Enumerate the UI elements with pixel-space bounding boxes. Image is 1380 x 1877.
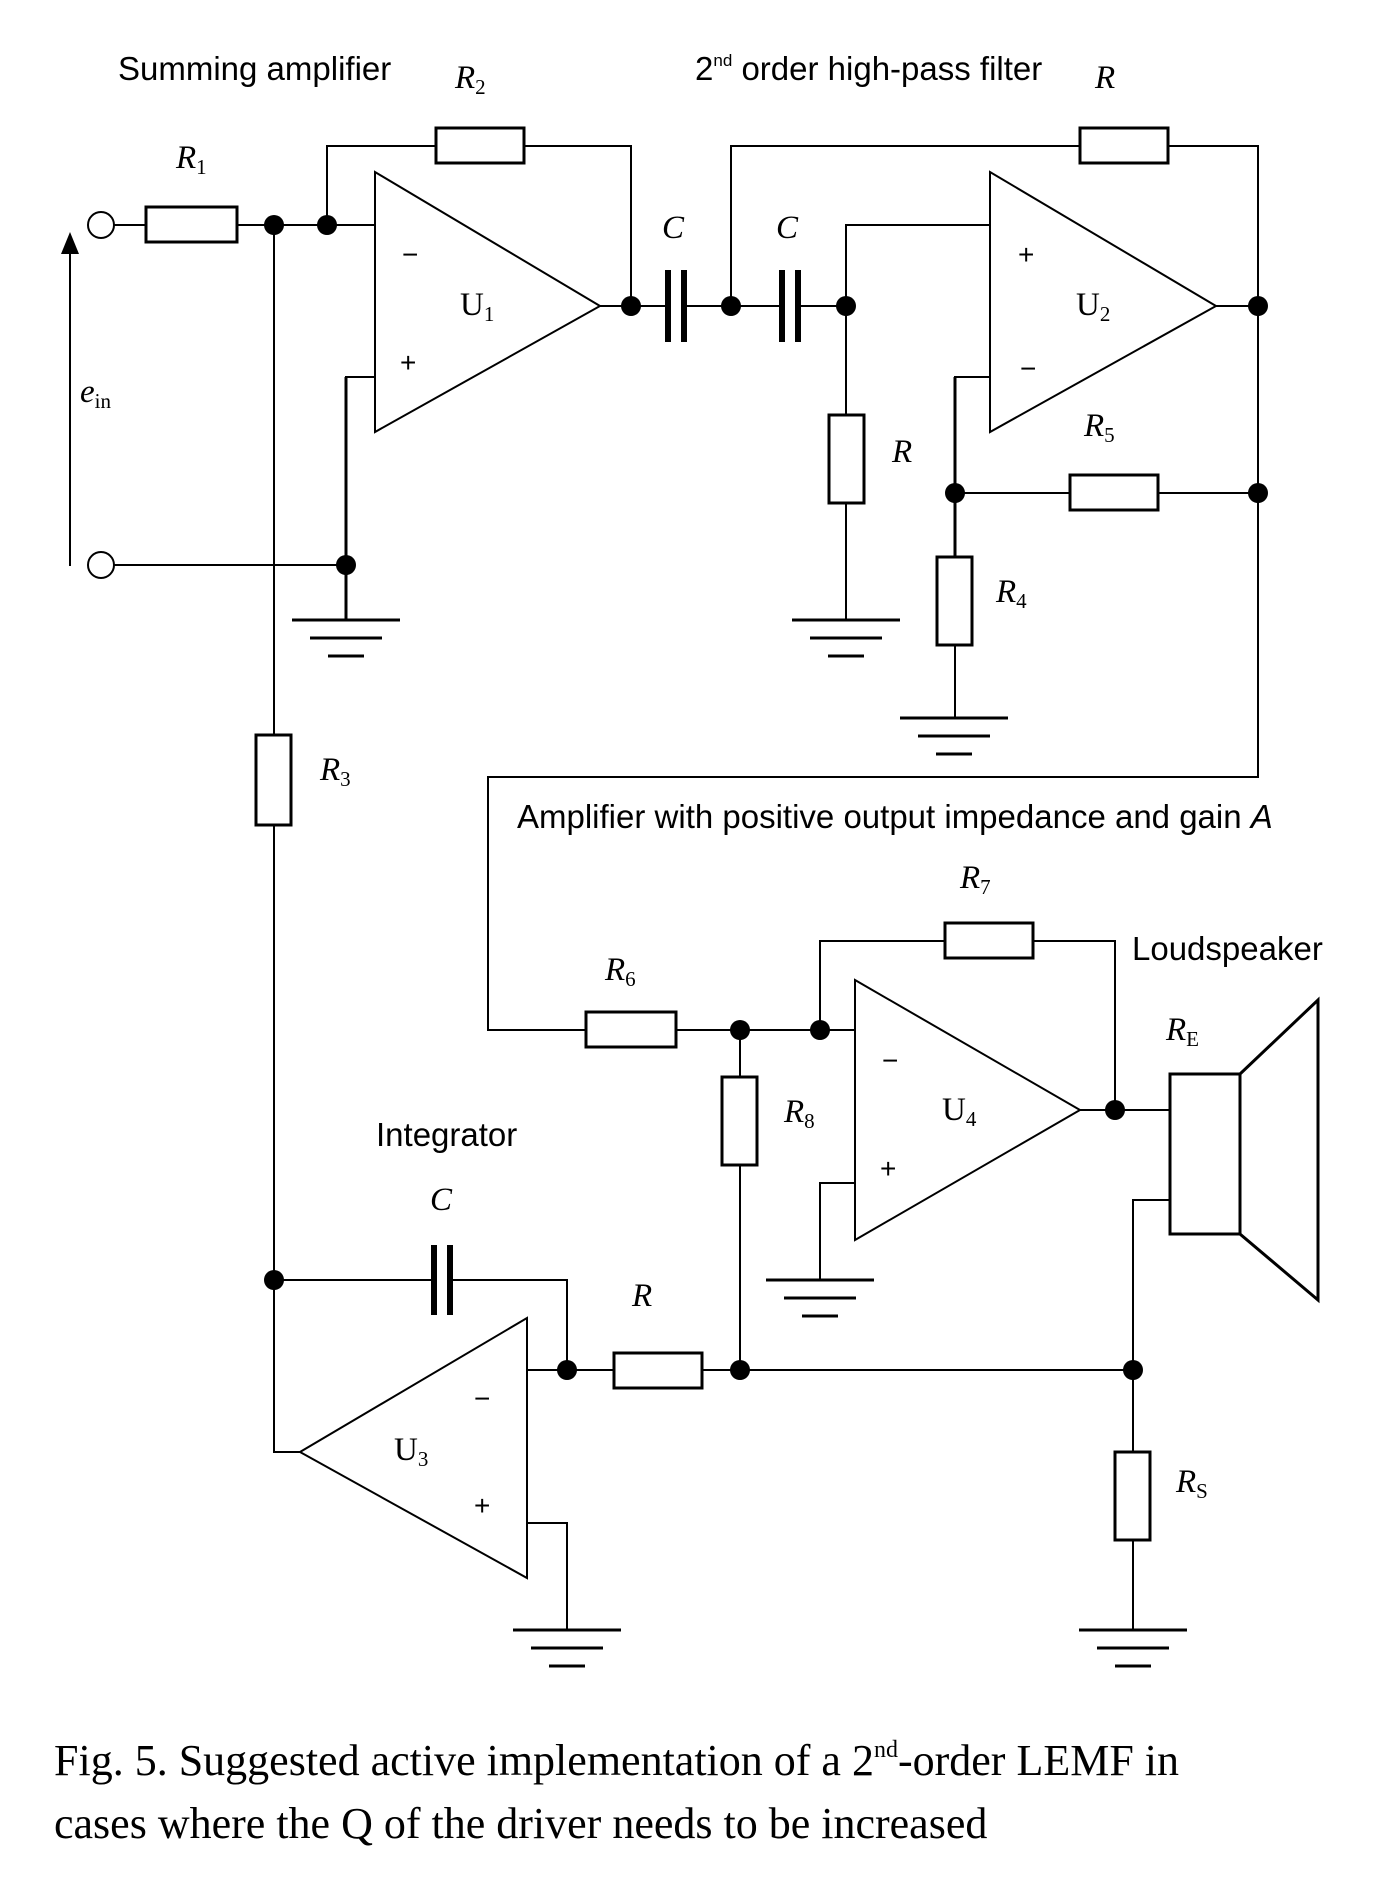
u1-label: U1 [460, 287, 494, 326]
r6-label: R6 [604, 952, 636, 991]
op-amp-u4: − + U4 [854, 978, 1082, 1242]
resistor-rs [1113, 1450, 1152, 1542]
resistor-r2 [434, 126, 526, 165]
op-amp-u3: − + U3 [297, 1316, 528, 1580]
capacitor-c-integrator [431, 1245, 453, 1315]
c-integrator-label: C [430, 1182, 453, 1218]
integrator-heading: Integrator [376, 1116, 517, 1153]
input-terminal-bottom [87, 551, 115, 579]
ground-u3 [513, 1628, 621, 1668]
high-pass-filter-heading: 2nd order high-pass filter [695, 50, 1042, 87]
u4-label: U4 [942, 1092, 977, 1131]
u1-minus-sign: − [402, 239, 418, 270]
r5-label: R5 [1083, 408, 1115, 447]
r2-label: R2 [454, 60, 486, 99]
r-integrator-label: R [631, 1278, 652, 1314]
u2-minus-sign: − [1020, 353, 1036, 384]
resistor-r7 [943, 921, 1035, 960]
r3-label: R3 [319, 752, 351, 791]
c2-label: C [776, 210, 799, 246]
resistor-r6 [584, 1010, 678, 1049]
caption-line-2: cases where the Q of the driver needs to… [54, 1799, 987, 1848]
loudspeaker-symbol [1168, 996, 1320, 1304]
resistor-r4 [935, 555, 974, 647]
amplifier-heading: Amplifier with positive output impedance… [517, 798, 1273, 835]
u4-minus-sign: − [882, 1045, 898, 1076]
rs-label: RS [1175, 1464, 1208, 1503]
capacitor-c1 [665, 270, 687, 342]
capacitor-c2 [779, 270, 801, 342]
re-label: RE [1165, 1012, 1199, 1051]
ground-u4 [766, 1278, 874, 1318]
ground-r-shunt [792, 618, 900, 658]
resistor-r1 [144, 205, 239, 244]
caption-line-1: Fig. 5. Suggested active implementation … [54, 1736, 1179, 1785]
resistor-r5 [1068, 473, 1160, 512]
ground-rs [1079, 1628, 1187, 1668]
u3-plus-sign: + [474, 1490, 490, 1521]
component-labels: R1 R2 R C C R R5 R4 R3 R7 R6 R8 RE C R R… [175, 60, 1208, 1503]
u2-plus-sign: + [1018, 239, 1034, 270]
resistor-r3 [254, 733, 293, 827]
junction-dots [264, 215, 1268, 1380]
op-amp-u1: − + U1 [374, 170, 602, 434]
r7-label: R7 [959, 860, 991, 899]
input-voltage-label: ein [80, 374, 111, 413]
resistor-r8 [720, 1075, 759, 1167]
section-headings: Summing amplifier 2nd order high-pass fi… [118, 50, 1323, 1153]
ground-symbols [292, 618, 1187, 1668]
resistors [144, 126, 1170, 1542]
figure-caption: Fig. 5. Suggested active implementation … [54, 1736, 1179, 1848]
capacitors [431, 270, 801, 1315]
r-feedback-label: R [1094, 60, 1115, 96]
r1-label: R1 [175, 140, 207, 179]
op-amp-u2: + − U2 [989, 170, 1219, 434]
summing-amplifier-heading: Summing amplifier [118, 50, 391, 87]
resistor-r-feedback [1078, 126, 1170, 165]
resistor-r-shunt [827, 413, 866, 505]
input-terminal-top [87, 211, 115, 239]
ground-r4 [900, 716, 1008, 756]
ground-u1 [292, 618, 400, 658]
c1-label: C [662, 210, 685, 246]
loudspeaker-heading: Loudspeaker [1132, 930, 1323, 967]
r8-label: R8 [783, 1094, 815, 1133]
resistor-r-integrator [612, 1351, 704, 1390]
input-source: ein [61, 211, 115, 579]
r-shunt-label: R [891, 434, 912, 470]
u1-plus-sign: + [400, 347, 416, 378]
u2-label: U2 [1076, 287, 1110, 326]
r4-label: R4 [995, 574, 1027, 613]
u4-plus-sign: + [880, 1153, 896, 1184]
u3-label: U3 [394, 1432, 428, 1471]
u3-minus-sign: − [474, 1383, 490, 1414]
